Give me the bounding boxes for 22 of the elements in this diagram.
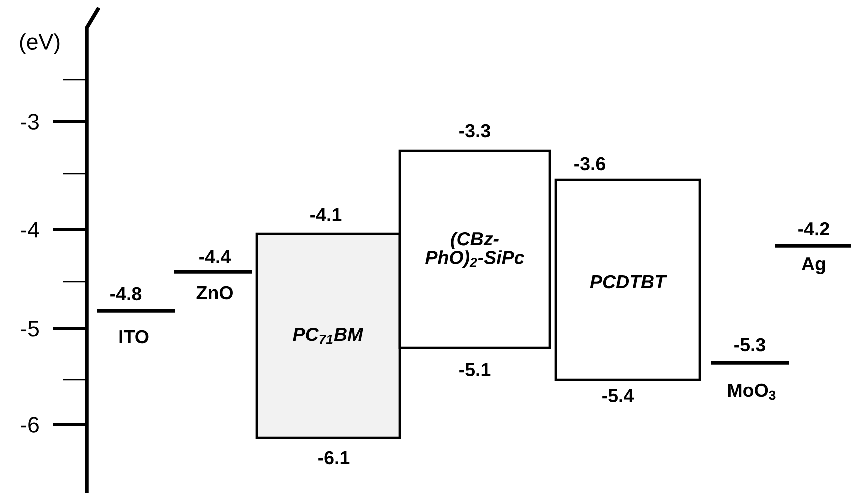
energy-value: -4.1 — [310, 208, 342, 222]
energy-band-box: (CBz-PhO)$_{2}$-SiPc — [398, 150, 552, 350]
material-label: MoO$_{3}$ — [728, 384, 776, 400]
tick-label: -6 — [21, 417, 39, 433]
tick-label: -3 — [21, 114, 39, 130]
axis-unit: (eV) — [20, 34, 60, 54]
energy-band-box: PC$_{71}$BM — [256, 232, 402, 440]
material-label: Ag — [802, 258, 826, 274]
energy-value: -6.1 — [318, 451, 350, 465]
energy-value: -4.2 — [798, 222, 830, 236]
energy-value: -5.1 — [460, 363, 491, 377]
energy-value: -3.6 — [574, 157, 606, 171]
energy-value: -3.3 — [460, 124, 490, 138]
tick-label: -4 — [21, 222, 40, 238]
material-label: ZnO — [196, 286, 233, 300]
energy-value: -5.4 — [602, 389, 634, 403]
tick-label: -5 — [21, 321, 39, 337]
material-label: ITO — [120, 330, 149, 344]
energy-value: -4.8 — [110, 287, 142, 301]
energy-band-box: PCDTBT — [554, 178, 702, 382]
energy-value: -5.3 — [734, 338, 766, 352]
energy-value: -4.4 — [200, 250, 232, 264]
